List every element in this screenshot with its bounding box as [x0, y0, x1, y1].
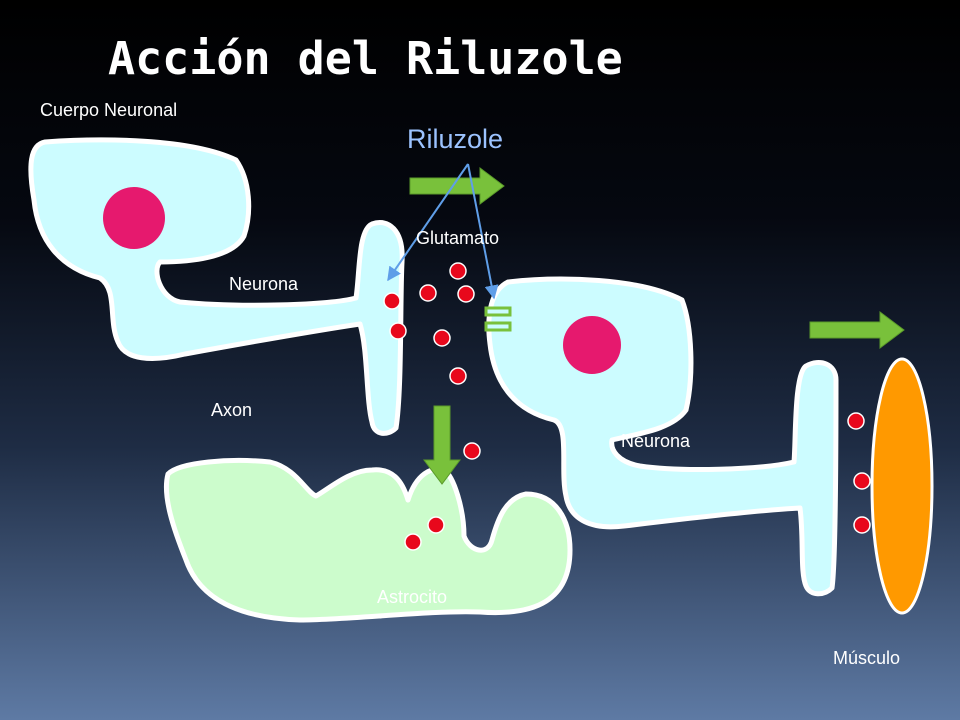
glutamate-dot [389, 322, 407, 340]
flow-arrow-1-icon [409, 167, 505, 205]
glutamate-dot [427, 516, 445, 534]
glutamate-dot [449, 262, 467, 280]
glutamate-dot [419, 284, 437, 302]
glutamate-dots [383, 262, 871, 551]
down-arrow-icon [423, 405, 461, 485]
neuron-2-label: Neurona [621, 431, 691, 451]
neuron-2-nucleus [563, 316, 621, 374]
astrocyte-label: Astrocito [377, 587, 448, 607]
riluzole-arrow-2-icon [467, 163, 499, 300]
glutamate-dot [449, 367, 467, 385]
glutamate-dot [847, 412, 865, 430]
glutamate-dot [853, 516, 871, 534]
astrocyte-shape [163, 458, 573, 623]
axon-label: Axon [211, 400, 253, 420]
neuron-1-shape [28, 137, 405, 436]
flow-arrow-2-icon [809, 311, 905, 349]
riluzole-arrow-1-icon [387, 163, 469, 282]
glutamate-dot [433, 329, 451, 347]
cell-body-label: Cuerpo Neuronal [40, 100, 178, 120]
neuron-1-label: Neurona [229, 274, 299, 294]
glutamate-dot [404, 533, 422, 551]
neuron-1-nucleus [103, 187, 165, 249]
receptor-icon [484, 306, 512, 332]
glutamate-dot [463, 442, 481, 460]
muscle-shape [870, 357, 934, 615]
muscle-label: Músculo [833, 648, 901, 668]
glutamate-dot [853, 472, 871, 490]
slide-title: Acción del Riluzole [108, 32, 623, 85]
riluzole-label: Riluzole [407, 124, 504, 154]
glutamate-dot [383, 292, 401, 310]
glutamate-dot [457, 285, 475, 303]
glutamate-label: Glutamato [416, 228, 500, 248]
